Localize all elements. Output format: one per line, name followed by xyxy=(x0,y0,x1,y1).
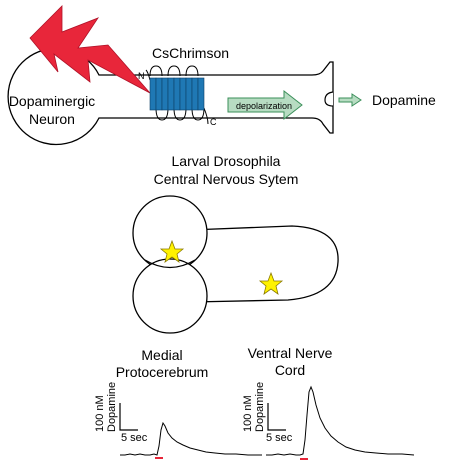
depolarization-label: depolarization xyxy=(236,101,292,111)
n-terminus-tail xyxy=(145,69,151,81)
helix-9 xyxy=(197,77,205,111)
trace-panel-vnc: Ventral Nerve Cord 100 nM Dopamine 5 sec xyxy=(242,345,415,460)
trace-title-line1: Ventral Nerve xyxy=(248,345,333,361)
c-terminus-label: C xyxy=(210,117,217,127)
trace-title-line1: Medial xyxy=(141,347,182,363)
helix-2 xyxy=(155,77,163,111)
scale-bar xyxy=(267,403,286,431)
star-icon xyxy=(159,239,185,263)
depolarization-arrow xyxy=(227,89,303,121)
dopamine-trace xyxy=(120,421,262,456)
helix-4 xyxy=(167,77,175,111)
star-icon xyxy=(258,271,284,295)
helix-6 xyxy=(179,77,187,111)
helix-1 xyxy=(149,77,157,111)
cns-title-line2: Central Nervous Sytem xyxy=(154,171,299,187)
release-label: Dopamine xyxy=(372,92,436,108)
release-arrow-icon xyxy=(338,93,362,107)
scale-x-label: 5 sec xyxy=(121,432,148,444)
helix-5 xyxy=(173,77,181,111)
release-site xyxy=(324,91,334,107)
channel-label: CsChrimson xyxy=(152,45,229,61)
n-terminus-label: N xyxy=(138,71,145,81)
scale-y-unit: Dopamine xyxy=(106,382,118,432)
lightning-bolt-icon xyxy=(29,5,151,94)
channel-helix-icon xyxy=(145,65,209,125)
scale-bar xyxy=(119,403,138,431)
scale-x-label: 5 sec xyxy=(266,432,293,444)
helix-loops xyxy=(149,65,209,125)
helix-7 xyxy=(185,77,193,111)
neuron-panel: CsChrimson N C Dopaminergic Neuron depol… xyxy=(7,5,436,146)
scale-y-label: 100 nM xyxy=(242,395,254,432)
trace-panel-medial: Medial Protocerebrum 100 nM Dopamine 5 s… xyxy=(94,347,262,459)
cns-title-line1: Larval Drosophila xyxy=(172,153,281,169)
brain-lobe-upper-bottom xyxy=(144,259,196,269)
dopamine-trace xyxy=(266,385,415,456)
cell-label-line1: Dopaminergic xyxy=(9,93,95,109)
helix-8 xyxy=(191,77,199,111)
cns-panel: Larval Drosophila Central Nervous Sytem xyxy=(132,153,339,334)
helix-3 xyxy=(161,77,169,111)
scale-y-label: 100 nM xyxy=(94,395,106,432)
brain-lobe-lower xyxy=(132,258,208,334)
trace-title-line2: Cord xyxy=(275,362,305,378)
trace-title-line2: Protocerebrum xyxy=(116,364,209,380)
cell-label-line2: Neuron xyxy=(29,111,75,127)
ventral-nerve-cord-outline xyxy=(189,225,339,303)
scale-y-unit: Dopamine xyxy=(254,382,266,432)
